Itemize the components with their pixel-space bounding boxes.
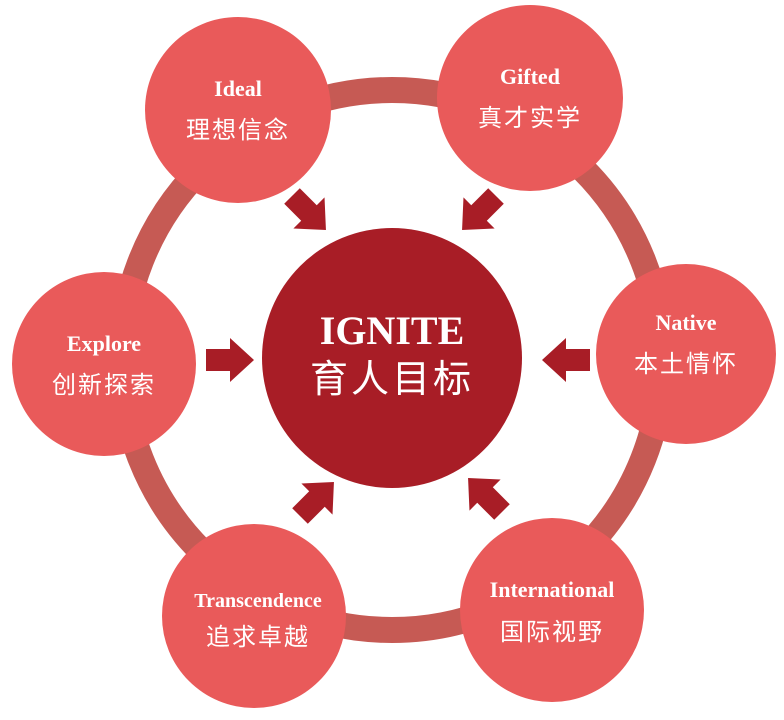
node-subtitle: 理想信念: [186, 116, 290, 144]
node-circle: [12, 272, 196, 456]
node-circle: [460, 518, 644, 702]
node-subtitle: 本土情怀: [634, 350, 738, 378]
node-circle: [596, 264, 776, 444]
node-gifted: Gifted 真才实学: [437, 5, 623, 191]
node-transcendence: Transcendence 追求卓越: [162, 524, 346, 708]
center-subtitle: 育人目标: [310, 357, 474, 401]
node-explore: Explore 创新探索: [12, 272, 196, 456]
node-circle: [437, 5, 623, 191]
node-subtitle: 创新探索: [52, 371, 156, 399]
node-title: Ideal: [214, 76, 262, 101]
arrow-from-native: [542, 338, 590, 382]
node-circle: [162, 524, 346, 708]
center-node: IGNITE 育人目标: [262, 228, 522, 488]
arrow-from-ideal: [284, 188, 326, 230]
arrow-from-international: [468, 478, 510, 520]
node-native: Native 本土情怀: [596, 264, 776, 444]
center-title: IGNITE: [320, 308, 465, 353]
arrows: [206, 188, 590, 524]
node-title: Gifted: [500, 64, 560, 89]
arrow-from-transcendence: [292, 482, 334, 524]
arrow-from-explore: [206, 338, 254, 382]
node-title: International: [490, 577, 615, 602]
node-subtitle: 国际视野: [500, 618, 604, 646]
center-circle: [262, 228, 522, 488]
node-ideal: Ideal 理想信念: [145, 17, 331, 203]
node-international: International 国际视野: [460, 518, 644, 702]
node-subtitle: 真才实学: [478, 104, 582, 132]
node-circle: [145, 17, 331, 203]
node-title: Explore: [67, 331, 141, 356]
node-title: Transcendence: [194, 590, 322, 612]
arrow-from-gifted: [462, 188, 504, 230]
node-subtitle: 追求卓越: [206, 623, 310, 651]
node-title: Native: [655, 310, 716, 335]
